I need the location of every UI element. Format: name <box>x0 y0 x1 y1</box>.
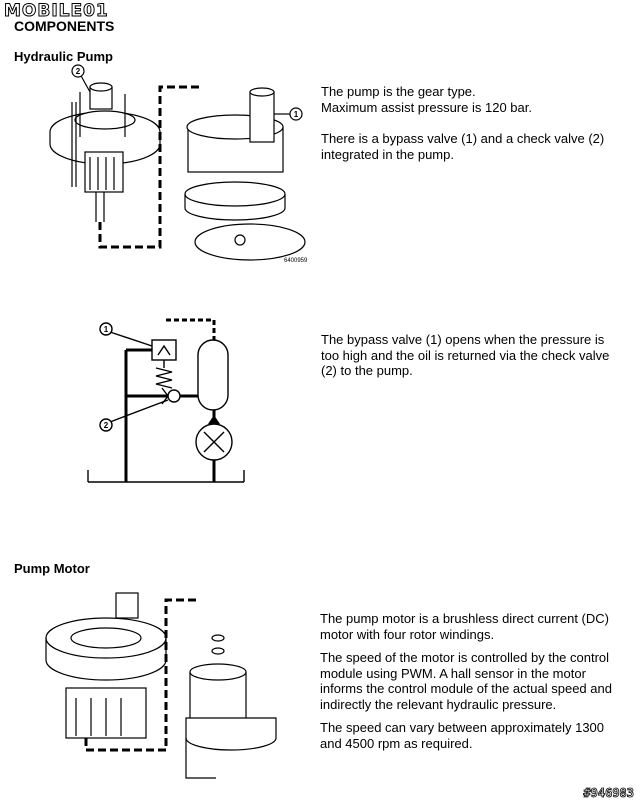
text-line: integrated in the pump. <box>321 146 454 162</box>
text-line: (2) to the pump. <box>321 363 413 378</box>
pump-motor-heading: Pump Motor <box>14 561 90 576</box>
watermark: #946983 <box>583 786 634 801</box>
page-title: COMPONENTS <box>14 18 115 34</box>
mobile01-logo: MOBILE01 <box>4 2 132 24</box>
bypass-text: The bypass valve (1) opens when the pres… <box>321 332 609 379</box>
bypass-schematic: 1 2 <box>87 318 245 483</box>
callout-2: 2 <box>104 421 109 430</box>
callout-2: 2 <box>76 67 81 76</box>
pump-motor-illustration <box>45 592 277 779</box>
text-line: informs the control module of the actual… <box>320 681 612 696</box>
text-line: The speed can vary between approximately… <box>320 720 605 735</box>
pump-type-text: The pump is the gear type. Maximum assis… <box>321 84 532 115</box>
text-line: and 4500 rpm as required. <box>320 735 473 751</box>
logo-text: MOBILE01 <box>4 1 109 21</box>
text-line: There is a bypass valve (1) and a check … <box>321 131 605 146</box>
text-line: indirectly the relevant hydraulic pressu… <box>320 696 557 712</box>
hydraulic-pump-heading: Hydraulic Pump <box>14 49 113 64</box>
text-line: too high and the oil is returned via the… <box>321 347 610 363</box>
text-line: The bypass valve (1) opens when the pres… <box>321 332 605 347</box>
motor-control-text: The speed of the motor is controlled by … <box>320 650 612 712</box>
motor-type-text: The pump motor is a brushless direct cur… <box>320 611 609 642</box>
callout-1: 1 <box>294 110 299 119</box>
text-line: The pump is the gear type. <box>321 84 476 99</box>
figure-code: 6400959 <box>284 258 308 264</box>
motor-speed-text: The speed can vary between approximately… <box>320 720 604 751</box>
text-line: Maximum assist pressure is 120 bar. <box>321 99 532 115</box>
valve-text: There is a bypass valve (1) and a check … <box>321 131 604 162</box>
text-line: The pump motor is a brushless direct cur… <box>320 611 609 626</box>
text-line: motor with four rotor windings. <box>320 626 495 642</box>
hydraulic-pump-illustration: 1 2 <box>49 64 306 261</box>
text-line: The speed of the motor is controlled by … <box>320 650 610 665</box>
text-line: module using PWM. A hall sensor in the m… <box>320 665 586 681</box>
callout-1: 1 <box>104 325 109 334</box>
